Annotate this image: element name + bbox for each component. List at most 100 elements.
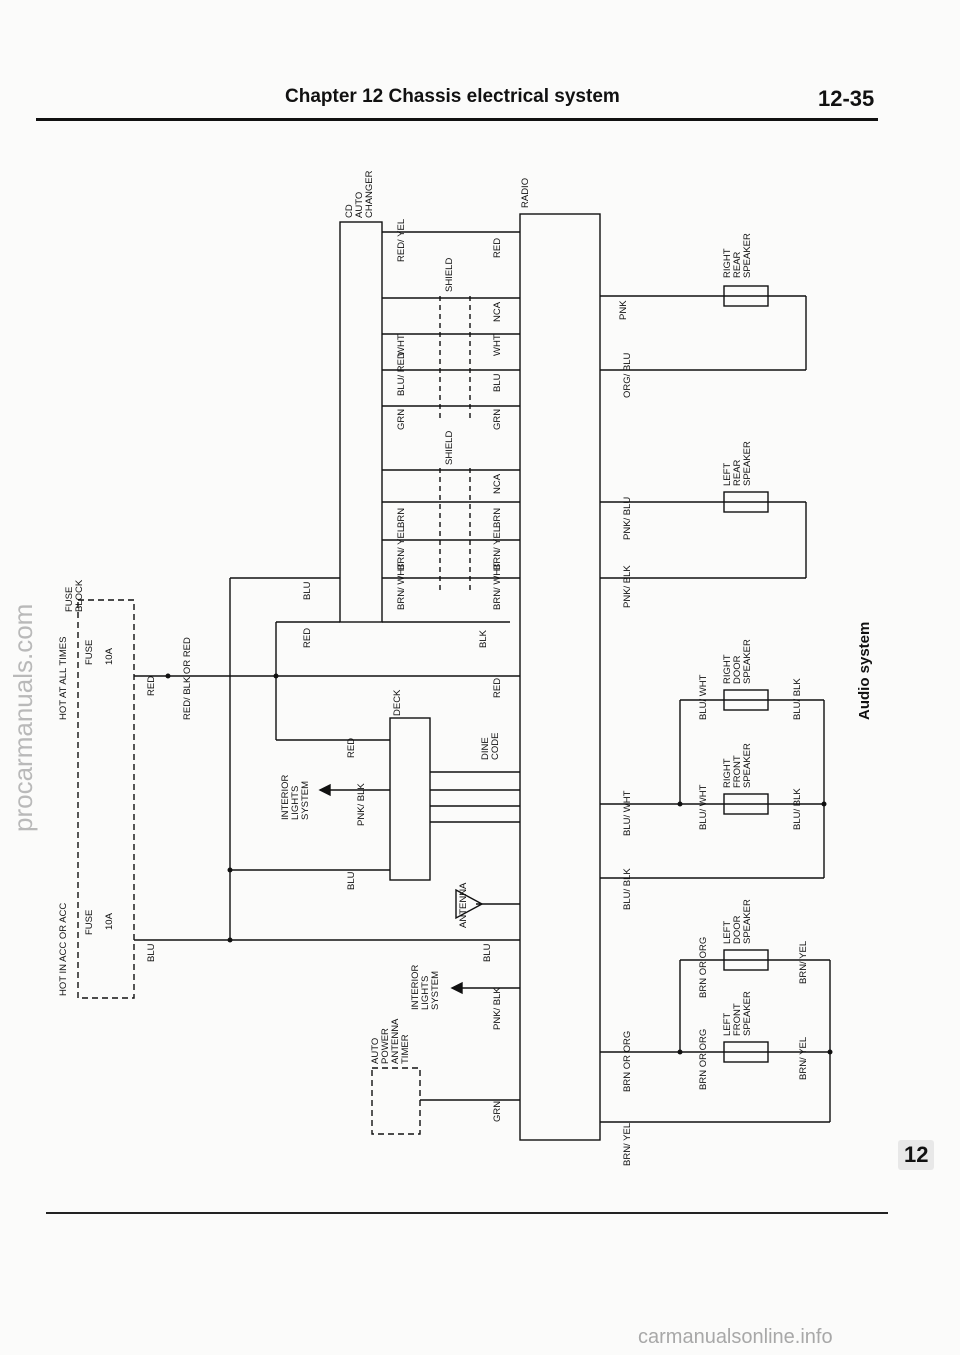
wire-label: BRN/ YEL (396, 527, 407, 570)
left-front-speaker-b: FRONT (732, 1003, 743, 1036)
interior-lights-2-b: LIGHTS (420, 976, 431, 1010)
footer-rule (46, 1212, 888, 1214)
watermark-left: procarmanuals.com (8, 603, 38, 832)
interior-lights-1-b: LIGHTS (290, 786, 301, 820)
wire-label: BLU (346, 871, 357, 890)
left-door-speaker-b: DOOR (732, 915, 743, 944)
wire-label: BLU/ BLK (622, 868, 633, 910)
antenna-timer-a: AUTO (370, 1038, 381, 1064)
wire-label: BRN/ YEL (798, 941, 809, 984)
right-front-speaker-a: RIGHT (722, 758, 733, 788)
left-door-speaker-box (723, 949, 769, 971)
wire-label: RED/ YEL (396, 219, 407, 262)
wire-label: BRN OR ORG (622, 1031, 633, 1092)
section-tab: Audio system (856, 621, 873, 720)
hot-at-all-times-label: HOT AT ALL TIMES (58, 637, 69, 720)
wire-label: BRN OR ORG (698, 1029, 709, 1090)
wire-label: WHT (492, 334, 503, 356)
wire-label: RED (302, 628, 313, 648)
shield-label-1: SHIELD (444, 258, 455, 292)
antenna-timer-b: POWER (380, 1028, 391, 1064)
antenna-timer-d: TIMER (400, 1034, 411, 1064)
right-rear-speaker-b: REAR (732, 251, 743, 278)
wire-label: BRN/ WHT (492, 563, 503, 610)
wire-label: RED (146, 676, 157, 696)
cd-changer-box (339, 221, 383, 623)
antenna-timer-c: ANTENNA (390, 1018, 401, 1064)
cd-changer-label-3: CHANGER (364, 170, 375, 218)
left-rear-speaker-box (723, 491, 769, 513)
right-door-speaker-box (723, 689, 769, 711)
cd-changer-label-2: AUTO (354, 192, 365, 218)
wire-label: WHT (396, 334, 407, 356)
page-number: 12-35 (818, 86, 875, 111)
wire-label: BRN OR ORG (698, 937, 709, 998)
right-front-speaker-c: SPEAKER (742, 743, 753, 788)
left-front-speaker-c: SPEAKER (742, 991, 753, 1036)
wire-label: RED/ BLK OR RED (182, 637, 193, 720)
wire-label: PNK (618, 300, 629, 320)
right-front-speaker-b: FRONT (732, 755, 743, 788)
wire-label: BLU/ WHT (698, 674, 709, 720)
wire-label: BLU (146, 943, 157, 962)
wire-label: BLU (492, 373, 503, 392)
wire-label: PNK/ BLU (622, 497, 633, 540)
wire-label: BLU (302, 581, 313, 600)
wire-label: PNK/ BLK (492, 987, 503, 1030)
fuse-a-label: FUSE (84, 640, 95, 665)
deck-box (389, 717, 431, 881)
right-door-speaker-b: DOOR (732, 655, 743, 684)
right-rear-speaker-c: SPEAKER (742, 233, 753, 278)
interior-lights-2-a: INTERIOR (410, 964, 421, 1010)
wire-label: BLU (482, 943, 493, 962)
fuse-block-label-1: FUSE (64, 587, 75, 612)
interior-lights-1-a: INTERIOR (280, 774, 291, 820)
left-rear-speaker-b: REAR (732, 459, 743, 486)
wire-label: GRN (396, 409, 407, 430)
wire-label: GRN (492, 1101, 503, 1122)
wire-label: BLU/ WHT (622, 790, 633, 836)
fuse-a-rating: 10A (104, 647, 115, 665)
radio-label: RADIO (520, 178, 531, 208)
wire-label: RED (492, 678, 503, 698)
left-door-speaker-c: SPEAKER (742, 899, 753, 944)
right-front-speaker-box (723, 793, 769, 815)
wire-label: BLU/ BLK (792, 788, 803, 830)
watermark-bottom: carmanualsonline.info (638, 1326, 833, 1348)
left-rear-speaker-a: LEFT (722, 463, 733, 486)
left-front-speaker-box (723, 1041, 769, 1063)
deck-label: DECK (392, 689, 403, 716)
wire-label: PNK/ BLK (356, 783, 367, 826)
left-front-speaker-a: LEFT (722, 1013, 733, 1036)
wire-label: BLU/ WHT (698, 784, 709, 830)
page-title: Chapter 12 Chassis electrical system (285, 86, 620, 107)
antenna-timer-box (371, 1067, 421, 1135)
wire-label: RED (346, 738, 357, 758)
right-door-speaker-a: RIGHT (722, 654, 733, 684)
right-door-speaker-c: SPEAKER (742, 639, 753, 684)
wire-label: BRN/ YEL (492, 527, 503, 570)
dine-code-label-1: DINE (480, 737, 491, 760)
wire-label: NCA (492, 473, 503, 494)
fuse-block-label-2: BLOCK (74, 579, 85, 612)
fuse-b-label: FUSE (84, 910, 95, 935)
wire-label: PNK/ BLK (622, 565, 633, 608)
header-rule (36, 118, 878, 121)
hot-in-acc-label: HOT IN ACC OR ACC (58, 903, 69, 996)
wire-label: BLU/ BLK (792, 678, 803, 720)
wire-label: RED (492, 238, 503, 258)
chapter-badge: 12 (898, 1140, 935, 1170)
left-door-speaker-a: LEFT (722, 921, 733, 944)
cd-changer-label: CD (344, 204, 355, 218)
right-rear-speaker-box (723, 285, 769, 307)
interior-lights-2-c: SYSTEM (430, 971, 441, 1010)
radio-box (519, 213, 601, 1141)
wire-label: BLK (478, 629, 489, 648)
dine-code-label-2: CODE (490, 733, 501, 760)
left-rear-speaker-c: SPEAKER (742, 441, 753, 486)
wire-label: NCA (492, 301, 503, 322)
wire-label: BRN/ YEL (798, 1037, 809, 1080)
wire-label: GRN (492, 409, 503, 430)
wire-label: ORG/ BLU (622, 352, 633, 398)
